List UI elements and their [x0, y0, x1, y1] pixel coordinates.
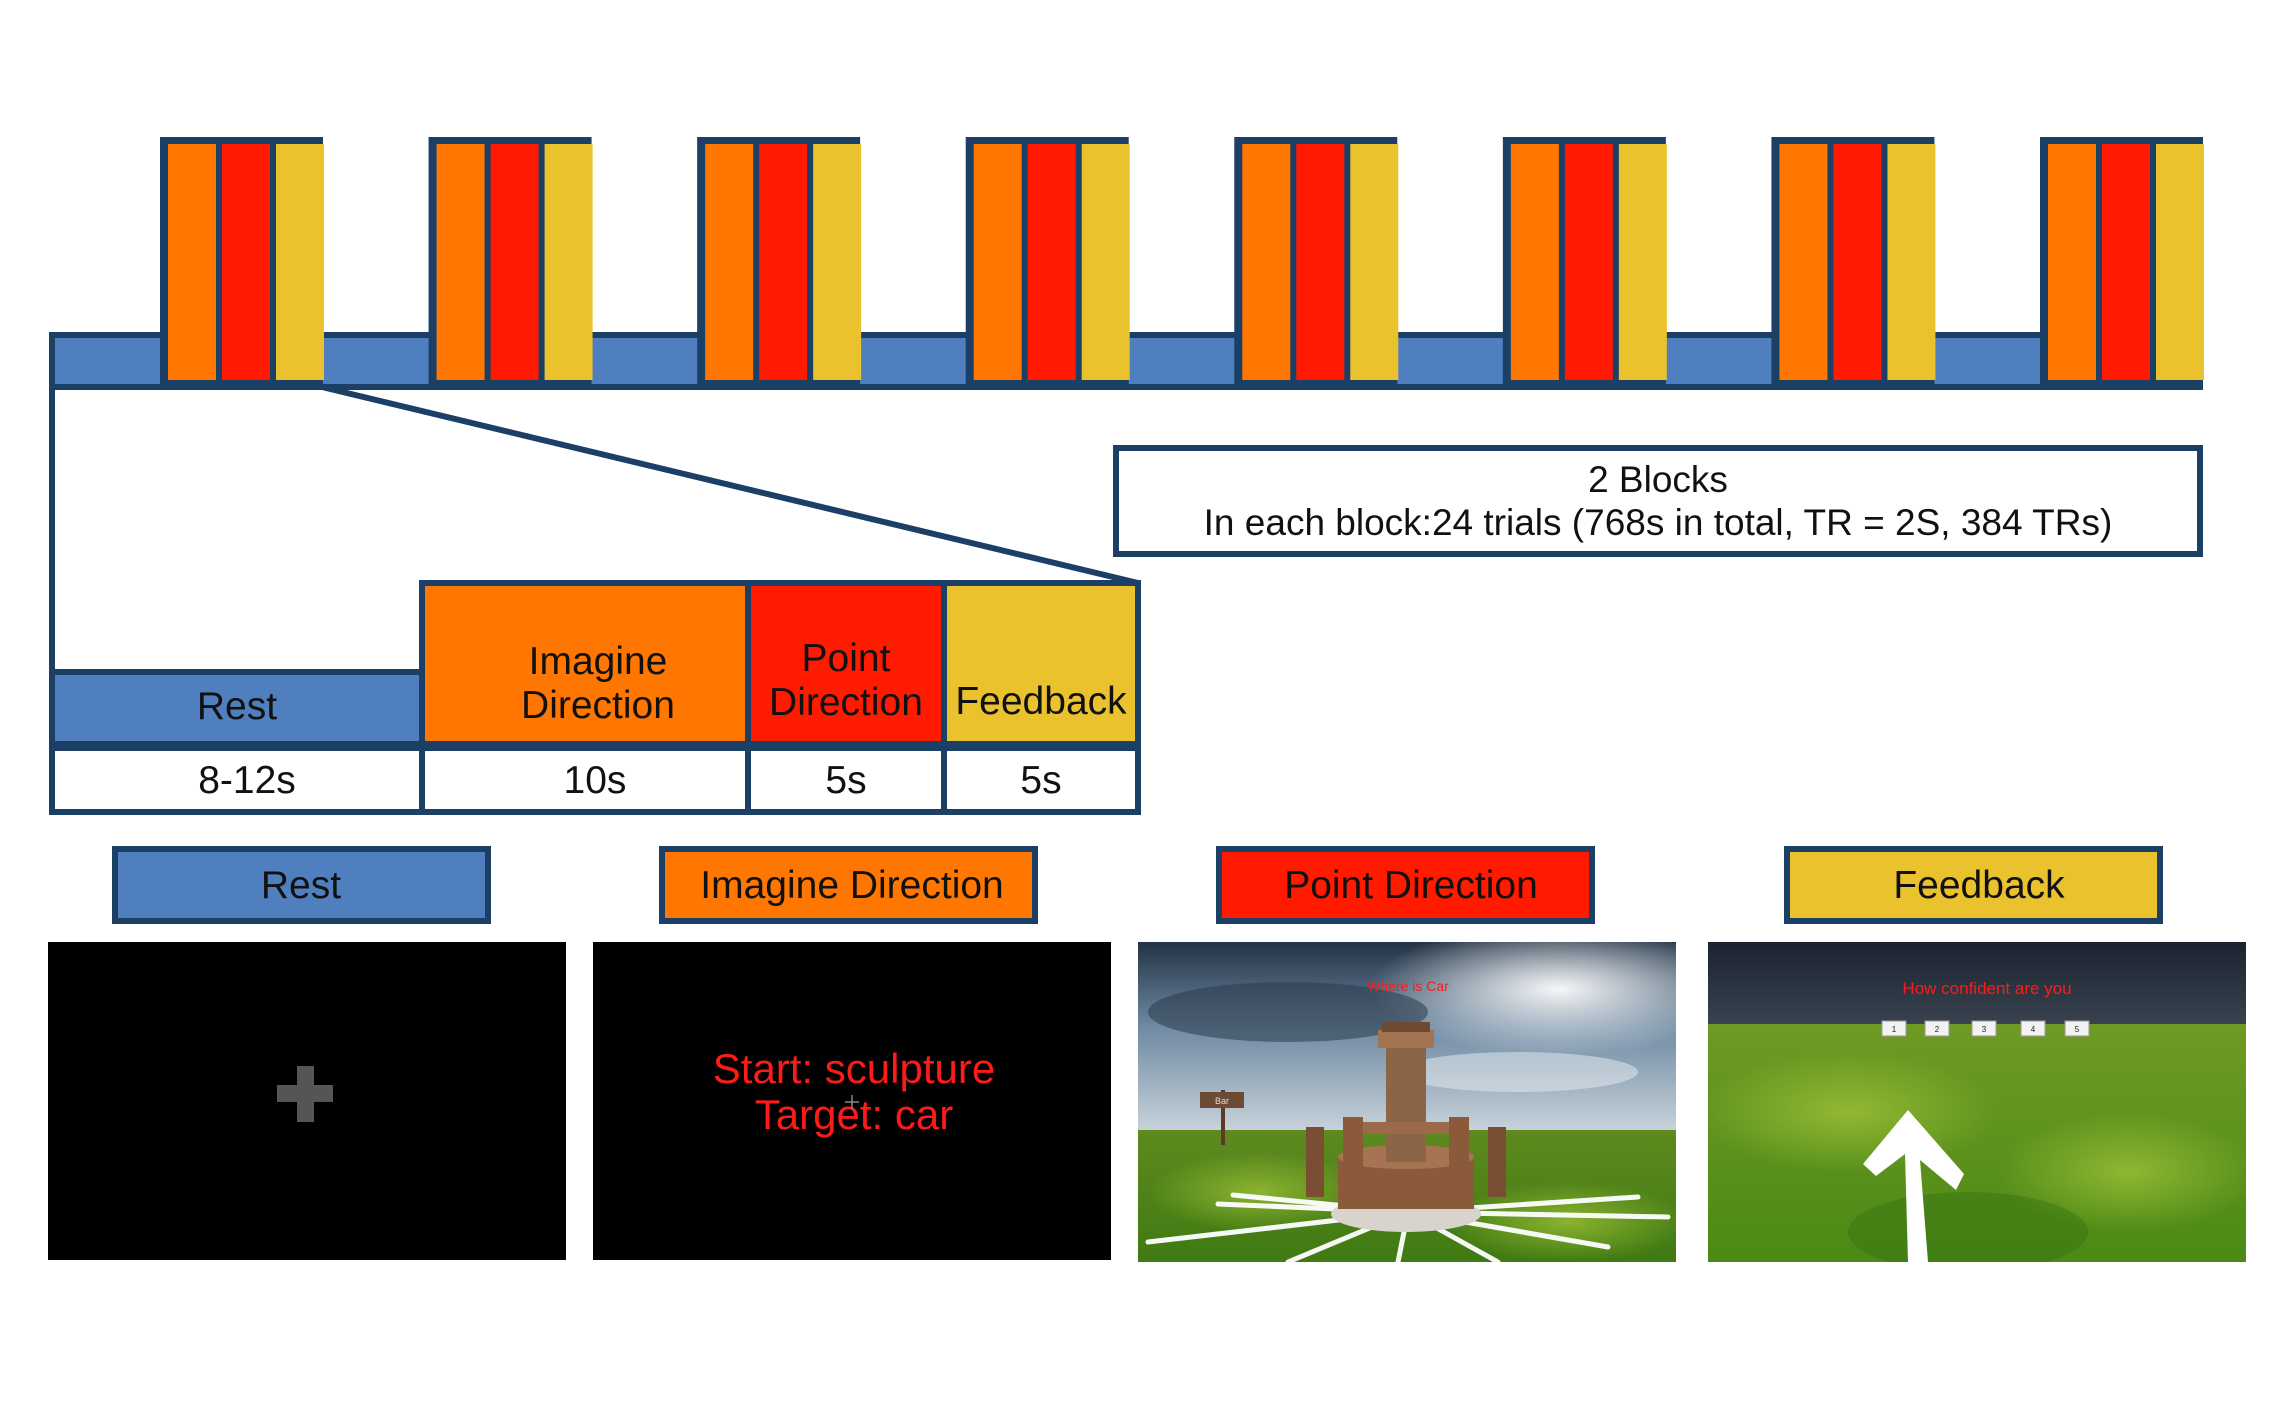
- trial-block-segment-feedback: [2156, 144, 2204, 380]
- sculpture-icon: [1306, 1022, 1506, 1232]
- svg-text:Bar: Bar: [1215, 1096, 1229, 1106]
- trial-block-segment-point: [759, 144, 808, 380]
- trial-block: [160, 137, 324, 387]
- trial-block-segment-imagine: [2048, 144, 2096, 380]
- screen-feedback: How confident are you 1 2 3 4: [1708, 942, 2246, 1262]
- trial-block-segment-imagine: [1510, 144, 1559, 380]
- trial-block-segment-feedback: [1081, 144, 1130, 380]
- panel-label-point: Point Direction: [1284, 864, 1538, 907]
- trial-block-segment-imagine: [973, 144, 1022, 380]
- panel-label-imagine-box: [659, 846, 1038, 924]
- duration-feedback: 5s: [1020, 759, 1061, 802]
- trial-block-segment-imagine: [1779, 144, 1828, 380]
- confidence-button-4[interactable]: 4: [2020, 1020, 2046, 1037]
- arrow-icon: [1863, 1110, 1964, 1262]
- trial-block-segment-feedback: [1350, 144, 1399, 380]
- phase-feedback-label: Feedback: [955, 680, 1127, 723]
- trial-blocks: [160, 137, 2204, 387]
- imagine-start-text: Start: sculpture: [713, 1045, 995, 1092]
- trial-block-segment-imagine: [436, 144, 485, 380]
- panel-label-feedback-box: [1784, 846, 2163, 924]
- confidence-button-2[interactable]: 2: [1924, 1020, 1950, 1037]
- svg-text:5: 5: [2075, 1025, 2080, 1034]
- confidence-button-3[interactable]: 3: [1971, 1020, 1997, 1037]
- svg-text:1: 1: [1892, 1025, 1897, 1034]
- phase-rest-label: Rest: [197, 685, 277, 728]
- panel-label-feedback: Feedback: [1893, 864, 2065, 907]
- svg-text:2: 2: [1935, 1025, 1940, 1034]
- trial-block-segment-point: [1027, 144, 1076, 380]
- phase-imagine-box: [419, 580, 751, 747]
- duration-rest: 8-12s: [198, 759, 296, 802]
- screen-point: Bar Where is Car: [1138, 942, 1676, 1262]
- svg-text:4: 4: [2031, 1025, 2036, 1034]
- trial-block: [428, 137, 593, 387]
- trial-breakdown: Rest Imagine Direction Point Direction F…: [49, 580, 1141, 815]
- phase-point-box: [745, 580, 947, 747]
- trial-block: [1771, 137, 1936, 387]
- trial-block-segment-point: [1564, 144, 1613, 380]
- trial-block: [965, 137, 1130, 387]
- signpost-icon: Bar: [1200, 1090, 1244, 1145]
- phase-feedback-box: [941, 580, 1141, 747]
- feedback-prompt: How confident are you: [1902, 979, 2071, 998]
- zoom-lines: [49, 384, 1139, 672]
- svg-text:3: 3: [1982, 1025, 1987, 1034]
- phase-rest-box: [49, 669, 425, 747]
- confidence-button-5[interactable]: 5: [2064, 1020, 2090, 1037]
- run-timeline: [49, 137, 2204, 390]
- imagine-target-text: Target: car: [755, 1091, 953, 1138]
- trial-block: [697, 137, 862, 387]
- panel-labels: Rest Imagine Direction Point Direction F…: [112, 846, 2163, 924]
- panel-label-imagine: Imagine Direction: [700, 864, 1003, 907]
- trial-block-segment-imagine: [168, 144, 216, 380]
- panel-label-rest: Rest: [261, 864, 341, 907]
- trial-block-segment-point: [222, 144, 270, 380]
- phase-point-label-1: Point: [802, 637, 891, 680]
- trial-block: [2040, 137, 2204, 387]
- trial-block: [1234, 137, 1399, 387]
- trial-block-segment-feedback: [813, 144, 862, 380]
- panel-label-rest-box: [112, 846, 491, 924]
- confidence-button-1[interactable]: 1: [1881, 1020, 1907, 1037]
- trial-block-segment-feedback: [544, 144, 593, 380]
- phase-point-label-2: Direction: [769, 681, 923, 724]
- info-box-line1: 2 Blocks: [1588, 459, 1728, 500]
- trial-block-segment-feedback: [276, 144, 324, 380]
- trial-block-segment-point: [490, 144, 539, 380]
- trial-block-segment-point: [1296, 144, 1345, 380]
- trial-block-segment-point: [1833, 144, 1882, 380]
- duration-point: 5s: [825, 759, 866, 802]
- trial-block-segment-imagine: [1242, 144, 1291, 380]
- phase-imagine-label-2: Direction: [521, 684, 675, 727]
- info-box: 2 Blocks In each block:24 trials (768s i…: [1113, 445, 2203, 557]
- fixation-cross-icon: [277, 1066, 333, 1122]
- trial-block-segment-imagine: [705, 144, 754, 380]
- duration-imagine: 10s: [564, 759, 627, 802]
- screen-rest: [48, 942, 566, 1260]
- trial-block-segment-feedback: [1887, 144, 1936, 380]
- info-box-line2: In each block:24 trials (768s in total, …: [1204, 502, 2113, 543]
- confidence-scale: 1 2 3 4 5: [1881, 1020, 2090, 1037]
- point-prompt: Where is Car: [1367, 978, 1449, 994]
- trial-block-segment-feedback: [1618, 144, 1667, 380]
- small-crosshair-icon: [845, 1095, 859, 1109]
- phase-imagine-label-1: Imagine: [529, 640, 668, 683]
- duration-row: [49, 745, 1141, 815]
- screen-imagine: Start: sculpture Target: car: [593, 942, 1111, 1260]
- trial-block: [1502, 137, 1667, 387]
- trial-block-segment-point: [2102, 144, 2150, 380]
- panel-label-point-box: [1216, 846, 1595, 924]
